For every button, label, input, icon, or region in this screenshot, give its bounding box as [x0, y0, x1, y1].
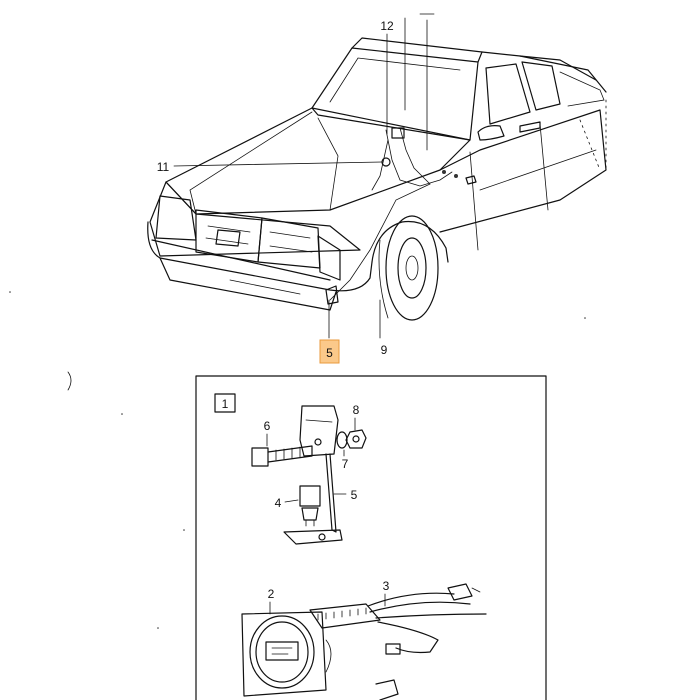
callout-label: 4: [275, 496, 282, 510]
callout-label: 5: [351, 488, 358, 502]
callout-12[interactable]: 12: [380, 19, 394, 33]
callout-8[interactable]: 8: [353, 403, 360, 417]
callout-5-highlighted[interactable]: 5: [319, 339, 340, 364]
callout-label: 5: [326, 346, 333, 360]
callout-label: 6: [264, 419, 271, 433]
callout-9[interactable]: 9: [381, 343, 388, 357]
relay: [299, 485, 321, 527]
callout-3[interactable]: 3: [383, 579, 390, 593]
callout-6[interactable]: 6: [264, 419, 271, 433]
callout-5-detail[interactable]: 5: [351, 488, 358, 502]
callout-label: 2: [268, 587, 275, 601]
callout-label: 1: [222, 397, 229, 411]
wiring-harness: [309, 583, 487, 700]
callout-11[interactable]: 11: [157, 160, 170, 174]
callout-label: 12: [380, 19, 394, 33]
detail-panel: 1: [195, 375, 547, 700]
callout-7[interactable]: 7: [342, 457, 349, 471]
callout-1-box[interactable]: 1: [214, 393, 236, 413]
mounting-bracket: [283, 405, 343, 545]
bolt: [251, 445, 313, 467]
callout-label: 11: [157, 160, 170, 174]
highlight-box: [319, 339, 340, 364]
nut: [345, 429, 367, 449]
callout-4[interactable]: 4: [275, 496, 282, 510]
callout-label: 9: [381, 343, 388, 357]
gauge-instrument: [241, 611, 332, 697]
callout-2[interactable]: 2: [268, 587, 275, 601]
car-illustration: [147, 37, 607, 321]
callout-label: 3: [383, 579, 390, 593]
washer: [336, 431, 348, 449]
callout-label: 8: [353, 403, 360, 417]
callout-label: 7: [342, 457, 349, 471]
